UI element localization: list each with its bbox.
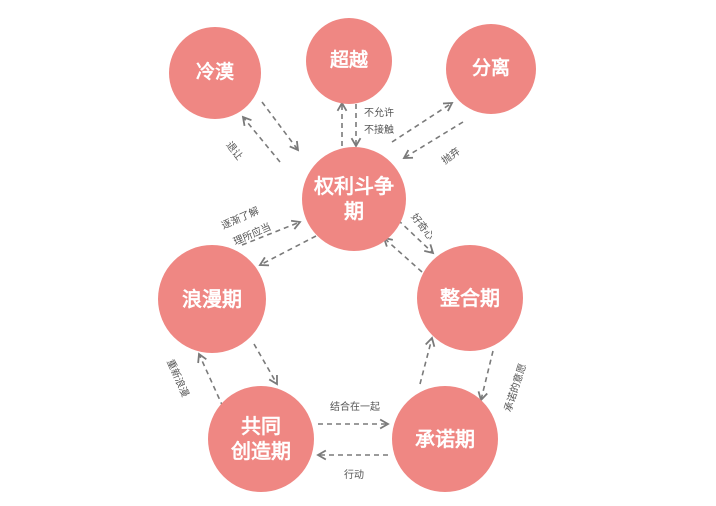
arrow-quanli-to-zhenghe [397, 219, 435, 255]
node-chaoyue: 超越 [306, 18, 392, 104]
label-gongtong-chengnuo: 结合在一起 [330, 402, 380, 413]
node-zhenghe-label: 整合期 [440, 285, 500, 310]
node-fenli: 分离 [446, 24, 536, 114]
arrow-chengnuo-to-zhenghe [419, 336, 436, 385]
label-quanli-chaoyue-2: 不接触 [364, 125, 394, 136]
node-gongtong-label-line2: 创造期 [231, 439, 291, 463]
node-quanli-label-line2: 期 [344, 199, 364, 223]
arrow-quanli-to-langman [258, 235, 317, 267]
node-lengmo-label: 冷漠 [195, 61, 234, 84]
node-quanli-label-line1: 权利斗争 [314, 174, 394, 198]
arrow-zhenghe-to-quanli [382, 236, 423, 273]
node-langman-label: 浪漫期 [182, 286, 242, 311]
label-quanli-chaoyue-1: 不允许 [364, 108, 394, 119]
node-lengmo: 冷漠 [169, 27, 261, 119]
label-chengnuo-gongtong: 行动 [344, 470, 364, 481]
node-zhenghe-qi: 整合期 [417, 245, 523, 351]
node-chengnuo-qi: 承诺期 [392, 386, 498, 492]
node-chaoyue-label: 超越 [329, 49, 368, 72]
arrow-quanli-to-fenli [391, 102, 454, 143]
arrow-lengmo-to-quanli [261, 101, 300, 152]
arrow-zhenghe-to-chengnuo [477, 350, 494, 402]
node-chengnuo-label: 承诺期 [415, 426, 475, 451]
arrow-langman-to-quanli [241, 219, 302, 246]
node-fenli-label: 分离 [471, 57, 510, 80]
node-gongtong-chuangzao-qi: 共同 创造期 [208, 386, 314, 492]
arrow-langman-to-gongtong [253, 343, 278, 386]
node-langman-qi: 浪漫期 [158, 245, 266, 353]
arrow-fenli-to-quanli [402, 121, 464, 159]
arrow-gongtong-to-langman [197, 352, 224, 408]
node-quanli-douzheng-qi: 权利斗争 期 [302, 147, 406, 251]
arrow-quanli-to-lengmo [241, 115, 281, 163]
node-gongtong-label-line1: 共同 [241, 414, 281, 438]
